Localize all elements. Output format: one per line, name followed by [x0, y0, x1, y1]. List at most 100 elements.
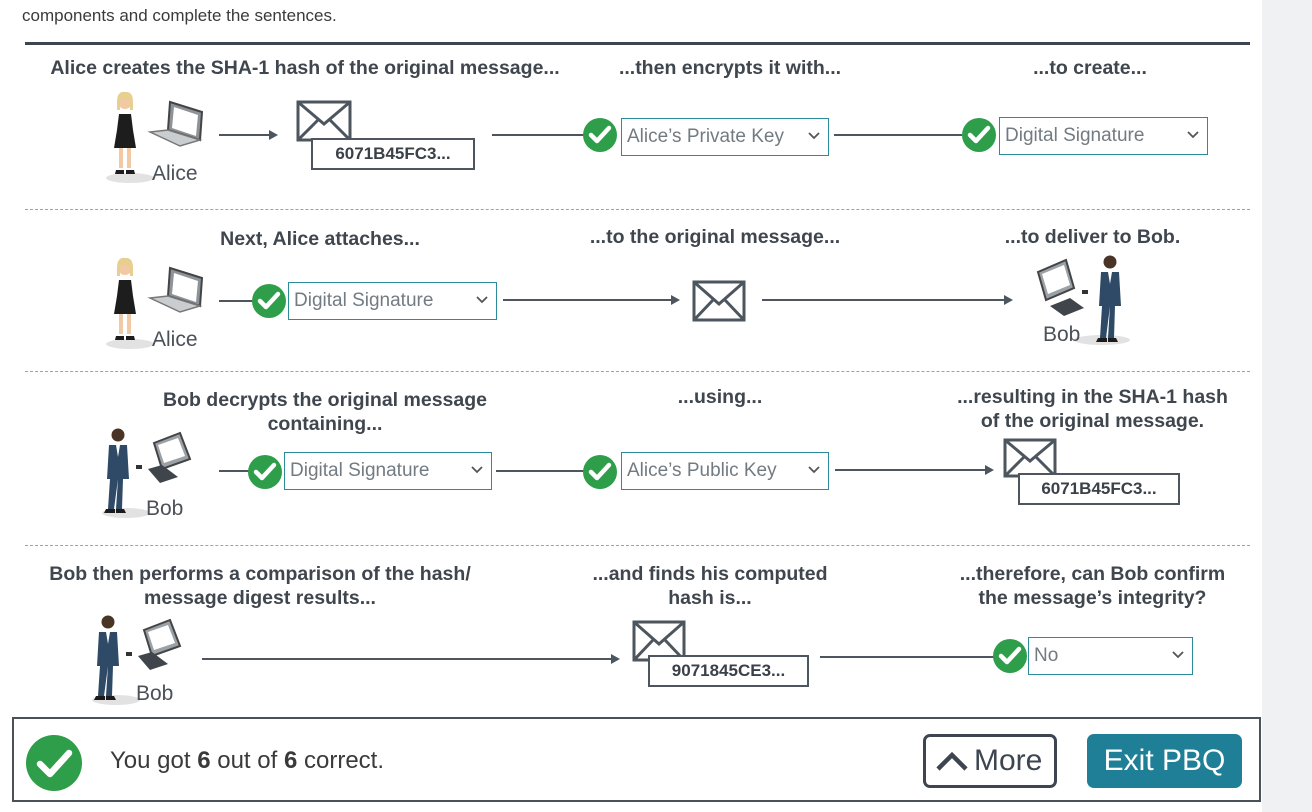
- bob-head: [111, 428, 125, 442]
- mouse: [136, 465, 142, 469]
- chevron-down-icon: [808, 466, 820, 474]
- bob-shirt: [116, 445, 120, 457]
- alice-leg-right: [127, 314, 131, 334]
- select-value: Alice’s Private Key: [627, 126, 784, 147]
- attachment-select[interactable]: Digital Signature: [288, 282, 497, 320]
- envelope-icon: [692, 280, 746, 322]
- connector-line: [492, 134, 590, 136]
- laptop-screen-glass: [172, 273, 198, 302]
- shadow: [106, 339, 154, 349]
- row4-heading-2-line1: ...and finds his computed: [592, 563, 828, 585]
- bob-shirt: [106, 632, 110, 644]
- row4-heading-1-line2: message digest results...: [144, 587, 376, 609]
- monitor-glass: [148, 625, 175, 650]
- success-check-icon: [26, 735, 82, 791]
- select-value: Alice’s Public Key: [627, 460, 777, 481]
- check-icon: [583, 455, 617, 489]
- hash-value-box: 6071B45FC3...: [1018, 473, 1180, 505]
- exit-pbq-button[interactable]: Exit PBQ: [1087, 734, 1242, 788]
- row3-heading-1-line1: Bob decrypts the original message: [162, 389, 487, 411]
- check-icon: [962, 118, 996, 152]
- score-value: 6: [197, 747, 211, 774]
- monitor-glass: [1042, 265, 1070, 294]
- encryption-key-select[interactable]: Alice’s Private Key: [621, 118, 829, 156]
- chevron-down-icon: [1172, 651, 1184, 659]
- score-total: 6: [283, 747, 298, 774]
- score-suffix: correct.: [297, 747, 384, 774]
- keyboard: [148, 465, 178, 483]
- page-edge-strip: [1262, 0, 1312, 812]
- output-select[interactable]: Digital Signature: [999, 117, 1208, 155]
- decryption-key-select[interactable]: Alice’s Public Key: [621, 452, 829, 490]
- row1-heading-2: ...then encrypts it with...: [618, 57, 842, 79]
- connector-line: [496, 470, 590, 472]
- more-button[interactable]: More: [923, 734, 1057, 788]
- alice-hair: [117, 257, 133, 276]
- connector-line: [820, 656, 1000, 658]
- alice-laptop-illustration: [106, 91, 204, 183]
- bob-head: [101, 615, 115, 629]
- check-icon: [583, 118, 617, 152]
- receiver-name-label: Bob: [136, 682, 174, 705]
- select-value: Digital Signature: [294, 290, 434, 311]
- sender-name-label: Alice: [152, 328, 198, 351]
- bob-suit: [107, 445, 129, 509]
- select-value: No: [1034, 645, 1059, 666]
- chevron-down-icon: [471, 466, 483, 474]
- row3-heading-2: ...using...: [677, 386, 763, 408]
- chevron-up-icon: [936, 751, 968, 771]
- row2-heading-3: ...to deliver to Bob.: [1004, 226, 1181, 248]
- receiver-name-label: Bob: [146, 497, 184, 520]
- alice-feet: [115, 336, 135, 340]
- row4-heading-2-line2: hash is...: [668, 587, 752, 609]
- recipient-name-label: Bob: [1043, 323, 1081, 346]
- mouse: [126, 652, 132, 656]
- integrity-answer-select[interactable]: No: [1028, 637, 1193, 675]
- row-separator: [25, 545, 1250, 546]
- select-value: Digital Signature: [290, 460, 430, 481]
- row-separator: [25, 209, 1250, 210]
- select-value: Digital Signature: [1005, 125, 1145, 146]
- bob-shoes: [1096, 338, 1118, 342]
- row2-heading-2: ...to the original message...: [589, 226, 841, 248]
- row4-heading-3-line2: the message’s integrity?: [978, 587, 1207, 609]
- mouse: [1082, 290, 1088, 294]
- chevron-down-icon: [1187, 131, 1199, 139]
- bob-computer-illustration: [102, 428, 192, 518]
- row1-heading-3: ...to create...: [1033, 57, 1147, 79]
- score-middle: out of: [210, 747, 284, 774]
- envelope-icon: [296, 100, 352, 142]
- computed-hash-box: 9071845CE3...: [648, 655, 809, 687]
- score-text: You got 6 out of 6 correct.: [110, 747, 384, 775]
- keyboard: [138, 652, 168, 670]
- row4-heading-3-line1: ...therefore, can Bob confirm: [959, 563, 1226, 585]
- bob-computer-illustration: [92, 615, 182, 705]
- envelope-icon: [1003, 438, 1057, 478]
- row3-heading-1-line2: containing...: [267, 413, 383, 435]
- check-icon: [252, 284, 286, 318]
- connector-line: [219, 470, 257, 472]
- instructions-text: components and complete the sentences.: [22, 6, 337, 25]
- monitor-glass: [158, 438, 185, 463]
- laptop-base: [147, 129, 203, 147]
- alice-dress: [114, 114, 136, 148]
- top-divider: [25, 42, 1250, 45]
- decrypted-item-select[interactable]: Digital Signature: [284, 452, 492, 490]
- arrow-connector: [835, 465, 994, 475]
- connector-line: [219, 300, 257, 302]
- check-icon: [248, 455, 282, 489]
- alice-hair: [117, 91, 133, 110]
- alice-dress: [114, 280, 136, 314]
- bob-shirt: [1108, 272, 1112, 284]
- connector-line: [834, 134, 962, 136]
- alice-laptop-illustration: [106, 257, 204, 349]
- keyboard: [1050, 298, 1084, 316]
- bob-suit: [1099, 272, 1121, 338]
- alice-leg-right: [127, 148, 131, 168]
- alice-leg-left: [119, 148, 123, 168]
- bob-shoes: [94, 696, 116, 700]
- check-icon: [993, 639, 1027, 673]
- row-separator: [25, 371, 1250, 372]
- shadow: [106, 173, 154, 183]
- row3-heading-3-line1: ...resulting in the SHA-1 hash: [957, 386, 1228, 408]
